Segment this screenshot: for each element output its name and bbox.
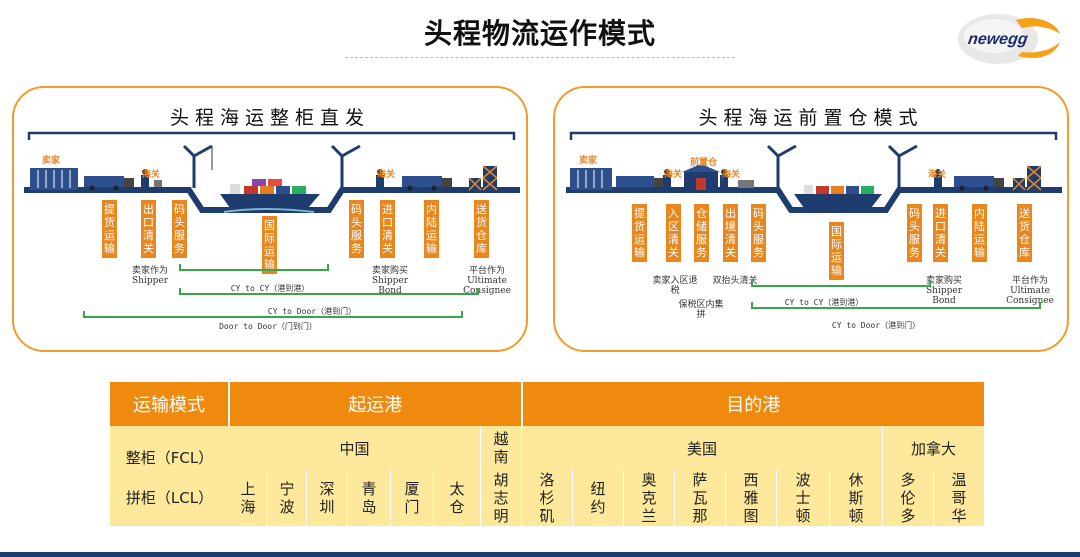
range-cy-cy: CY to CY（港到港） [230,284,310,293]
note-ultimate-consignee-r: 平台作为Ultimate Consignee [1006,276,1054,306]
box-zone-in: 入区清关 [666,204,681,262]
label-seller: 卖家 [42,156,61,166]
country-usa: 美国 [521,426,883,470]
note-zone-refund: 卖家入区退税 [652,276,698,296]
port-oakland: 奥克兰 [623,470,675,526]
box-terminal-r: 码头服务 [751,204,766,262]
port-savannah: 萨瓦那 [674,470,726,526]
range-door-door: Door to Door（门到门） [219,322,317,331]
range-cy-door-r: CY to Door（港到门） [831,321,921,330]
right-range-brackets [751,280,1041,309]
th-destination-port: 目的港 [521,382,984,426]
box-import-clear: 进口清关 [380,200,395,258]
port-houston: 休斯顿 [829,470,883,526]
port-taicang: 太仓 [433,470,481,526]
label-front-warehouse: 前置仓 [690,158,718,168]
label-fcl: 整柜（FCL） [125,449,214,467]
port-ningbo: 宁波 [267,470,307,526]
label-customs-import-r: 海关 [928,170,947,180]
row-label-cell: 整柜（FCL） 拼柜（LCL） [110,426,229,526]
box-storage: 仓储服务 [694,204,709,262]
note-shipper-bond-r: 卖家购买Shipper Bond [925,276,962,306]
box-intl-r: 国际运输 [829,222,844,280]
box-export-clear: 出口清关 [141,200,156,258]
note-shipper-bond: 卖家购买Shipper Bond [371,266,408,296]
range-cy-door: CY to Door（港到门） [267,307,357,316]
panel-right-title: 头程海运前置仓模式 [698,107,924,129]
box-exit-clear: 出境清关 [723,204,738,262]
label-seller-r: 卖家 [579,156,598,166]
note-bonded-consolidation: 保税区内集拼 [678,300,724,320]
logo-text: newegg [966,31,1029,48]
port-seattle: 西雅图 [725,470,777,526]
country-china: 中国 [229,426,481,470]
newegg-logo [958,14,1060,64]
right-flow-illustration [566,131,1062,213]
note-seller-shipper: 卖家作为Shipper [131,266,168,286]
th-origin-port: 起运港 [229,382,523,426]
box-deliver-wh-r: 送货仓库 [1017,204,1032,262]
th-mode: 运输模式 [110,382,230,426]
panel-left-title: 头程海运整柜直发 [169,107,370,129]
port-table: 运输模式 起运港 目的港 整柜（FCL） 拼柜（LCL） 中国 越南 美国 加拿… [110,382,984,526]
box-pickup-r: 提货运输 [632,204,647,262]
label-customs-import: 海关 [377,170,396,180]
port-shenzhen: 深圳 [306,470,348,526]
note-dual-header: 双抬头清关 [712,276,758,286]
bottom-bar [0,552,1080,557]
label-lcl: 拼柜（LCL） [125,489,214,507]
title-divider [345,57,735,58]
country-canada: 加拿大 [882,426,984,470]
port-qingdao: 青岛 [347,470,391,526]
note-ultimate-consignee: 平台作为Ultimate Consignee [463,266,511,296]
port-newyork: 纽约 [572,470,624,526]
port-toronto: 多伦多 [882,470,934,526]
port-losangeles: 洛杉矶 [521,470,573,526]
label-customs-export: 海关 [142,170,161,180]
country-vietnam: 越南 [480,426,522,470]
box-terminal-dest: 码头服务 [349,200,364,258]
box-terminal-dest-r: 码头服务 [907,204,922,262]
label-customs-in: 海关 [664,170,683,180]
port-vancouver: 温哥华 [933,470,984,526]
box-pickup: 提货运输 [102,200,117,258]
left-flow-illustration [24,131,520,213]
port-hochiminh: 胡志明 [480,470,522,526]
port-xiamen: 厦门 [390,470,434,526]
left-range-brackets [83,264,479,318]
page-title: 头程物流运作模式 [423,17,656,50]
box-terminal: 码头服务 [172,200,187,258]
range-cy-cy-r: CY to CY（港到港） [784,298,864,307]
box-inland: 内陆运输 [424,200,439,258]
label-customs-out: 海关 [722,170,741,180]
port-boston: 波士顿 [776,470,830,526]
box-deliver-wh: 送货仓库 [474,200,489,258]
box-inland-r: 内陆运输 [972,204,987,262]
box-import-clear-r: 进口清关 [933,204,948,262]
port-shanghai: 上海 [229,470,268,526]
box-intl: 国际运输 [262,216,277,274]
